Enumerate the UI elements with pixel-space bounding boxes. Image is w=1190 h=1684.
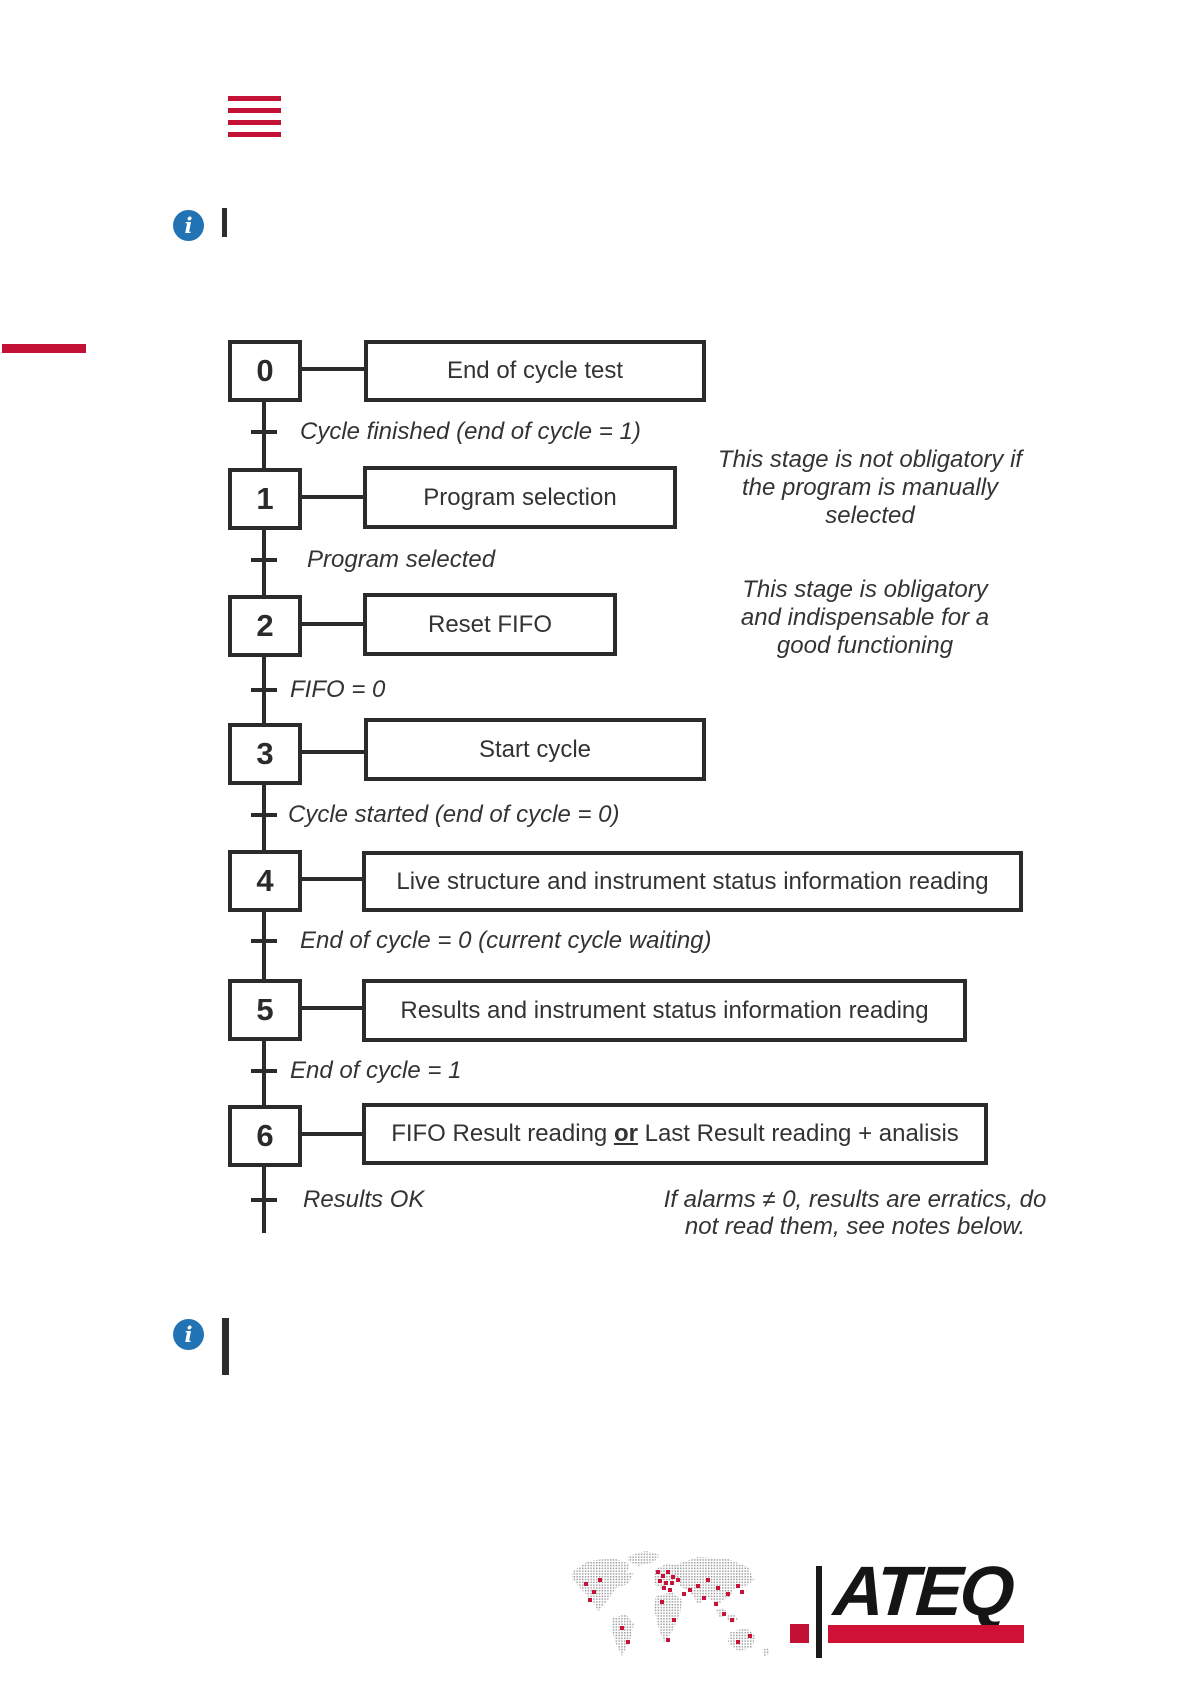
connector-line [300,877,364,881]
transition-label: Program selected [307,546,496,573]
info-icon: i [173,1319,204,1350]
step-number-box: 5 [228,979,302,1041]
menu-icon-bar [228,120,281,125]
note-step1: This stage is not obligatory if the prog… [680,446,1060,530]
action-box: Reset FIFO [363,593,617,656]
action-box: Live structure and instrument status inf… [362,851,1023,912]
action-box: Program selection [363,466,677,529]
logo-wordmark: ATEQ [831,1552,1015,1630]
info-icon: i [173,210,204,241]
logo-red-underline [828,1625,1024,1643]
step-number-box: 2 [228,595,302,657]
callout-cursor-bar [222,208,227,237]
connector-line [300,1132,364,1136]
transition-tick [251,1198,277,1202]
note-line: the program is manually [741,474,999,501]
menu-icon-bar [228,132,281,137]
connector-line [300,750,364,754]
connector-line [300,367,364,371]
logo-red-square [790,1624,809,1643]
transition-label: Cycle finished (end of cycle = 1) [300,418,641,445]
flow-spine-line [262,401,266,1233]
world-map-dotted [572,1551,770,1656]
step-number-box: 3 [228,723,302,785]
transition-label: Cycle started (end of cycle = 0) [288,801,620,828]
callout-cursor-bar [222,1318,229,1375]
action-text: FIFO Result reading or Last Result readi… [391,1120,959,1147]
transition-tick [251,813,277,817]
note-line: This stage is obligatory [742,576,988,603]
note-line: This stage is not obligatory if [717,446,1023,473]
connector-line [300,1006,364,1010]
transition-tick [251,558,277,562]
note-line: and indispensable for a [740,604,990,631]
action-box: FIFO Result reading or Last Result readi… [362,1103,988,1165]
connector-line [300,495,364,499]
transition-tick [251,939,277,943]
note-line: not read them, see notes below. [684,1213,1026,1240]
transition-tick [251,430,277,434]
or-emphasis: or [613,1120,638,1147]
step-number-box: 0 [228,340,302,402]
transition-label: End of cycle = 0 (current cycle waiting) [300,927,712,954]
action-box: Results and instrument status informatio… [362,979,967,1042]
menu-icon-bar [228,96,281,101]
note-step6: If alarms ≠ 0, results are erratics, do … [640,1186,1070,1240]
transition-label: End of cycle = 1 [290,1057,462,1084]
connector-line [300,622,364,626]
note-step2: This stage is obligatory and indispensab… [680,576,1050,660]
note-line: If alarms ≠ 0, results are erratics, do [663,1186,1047,1213]
logo-divider-bar [816,1566,822,1658]
action-box: End of cycle test [364,340,706,402]
note-line: selected [825,502,915,529]
margin-red-rule [2,344,86,353]
step-number-box: 4 [228,850,302,912]
map-location-dots [584,1570,752,1644]
action-box: Start cycle [364,718,706,781]
transition-label: Results OK [303,1186,425,1213]
transition-tick [251,1069,277,1073]
step-number-box: 6 [228,1105,302,1167]
step-number-box: 1 [228,468,302,530]
transition-label: FIFO = 0 [290,676,386,703]
menu-icon-bar [228,108,281,113]
transition-tick [251,688,277,692]
note-line: good functioning [776,632,954,659]
